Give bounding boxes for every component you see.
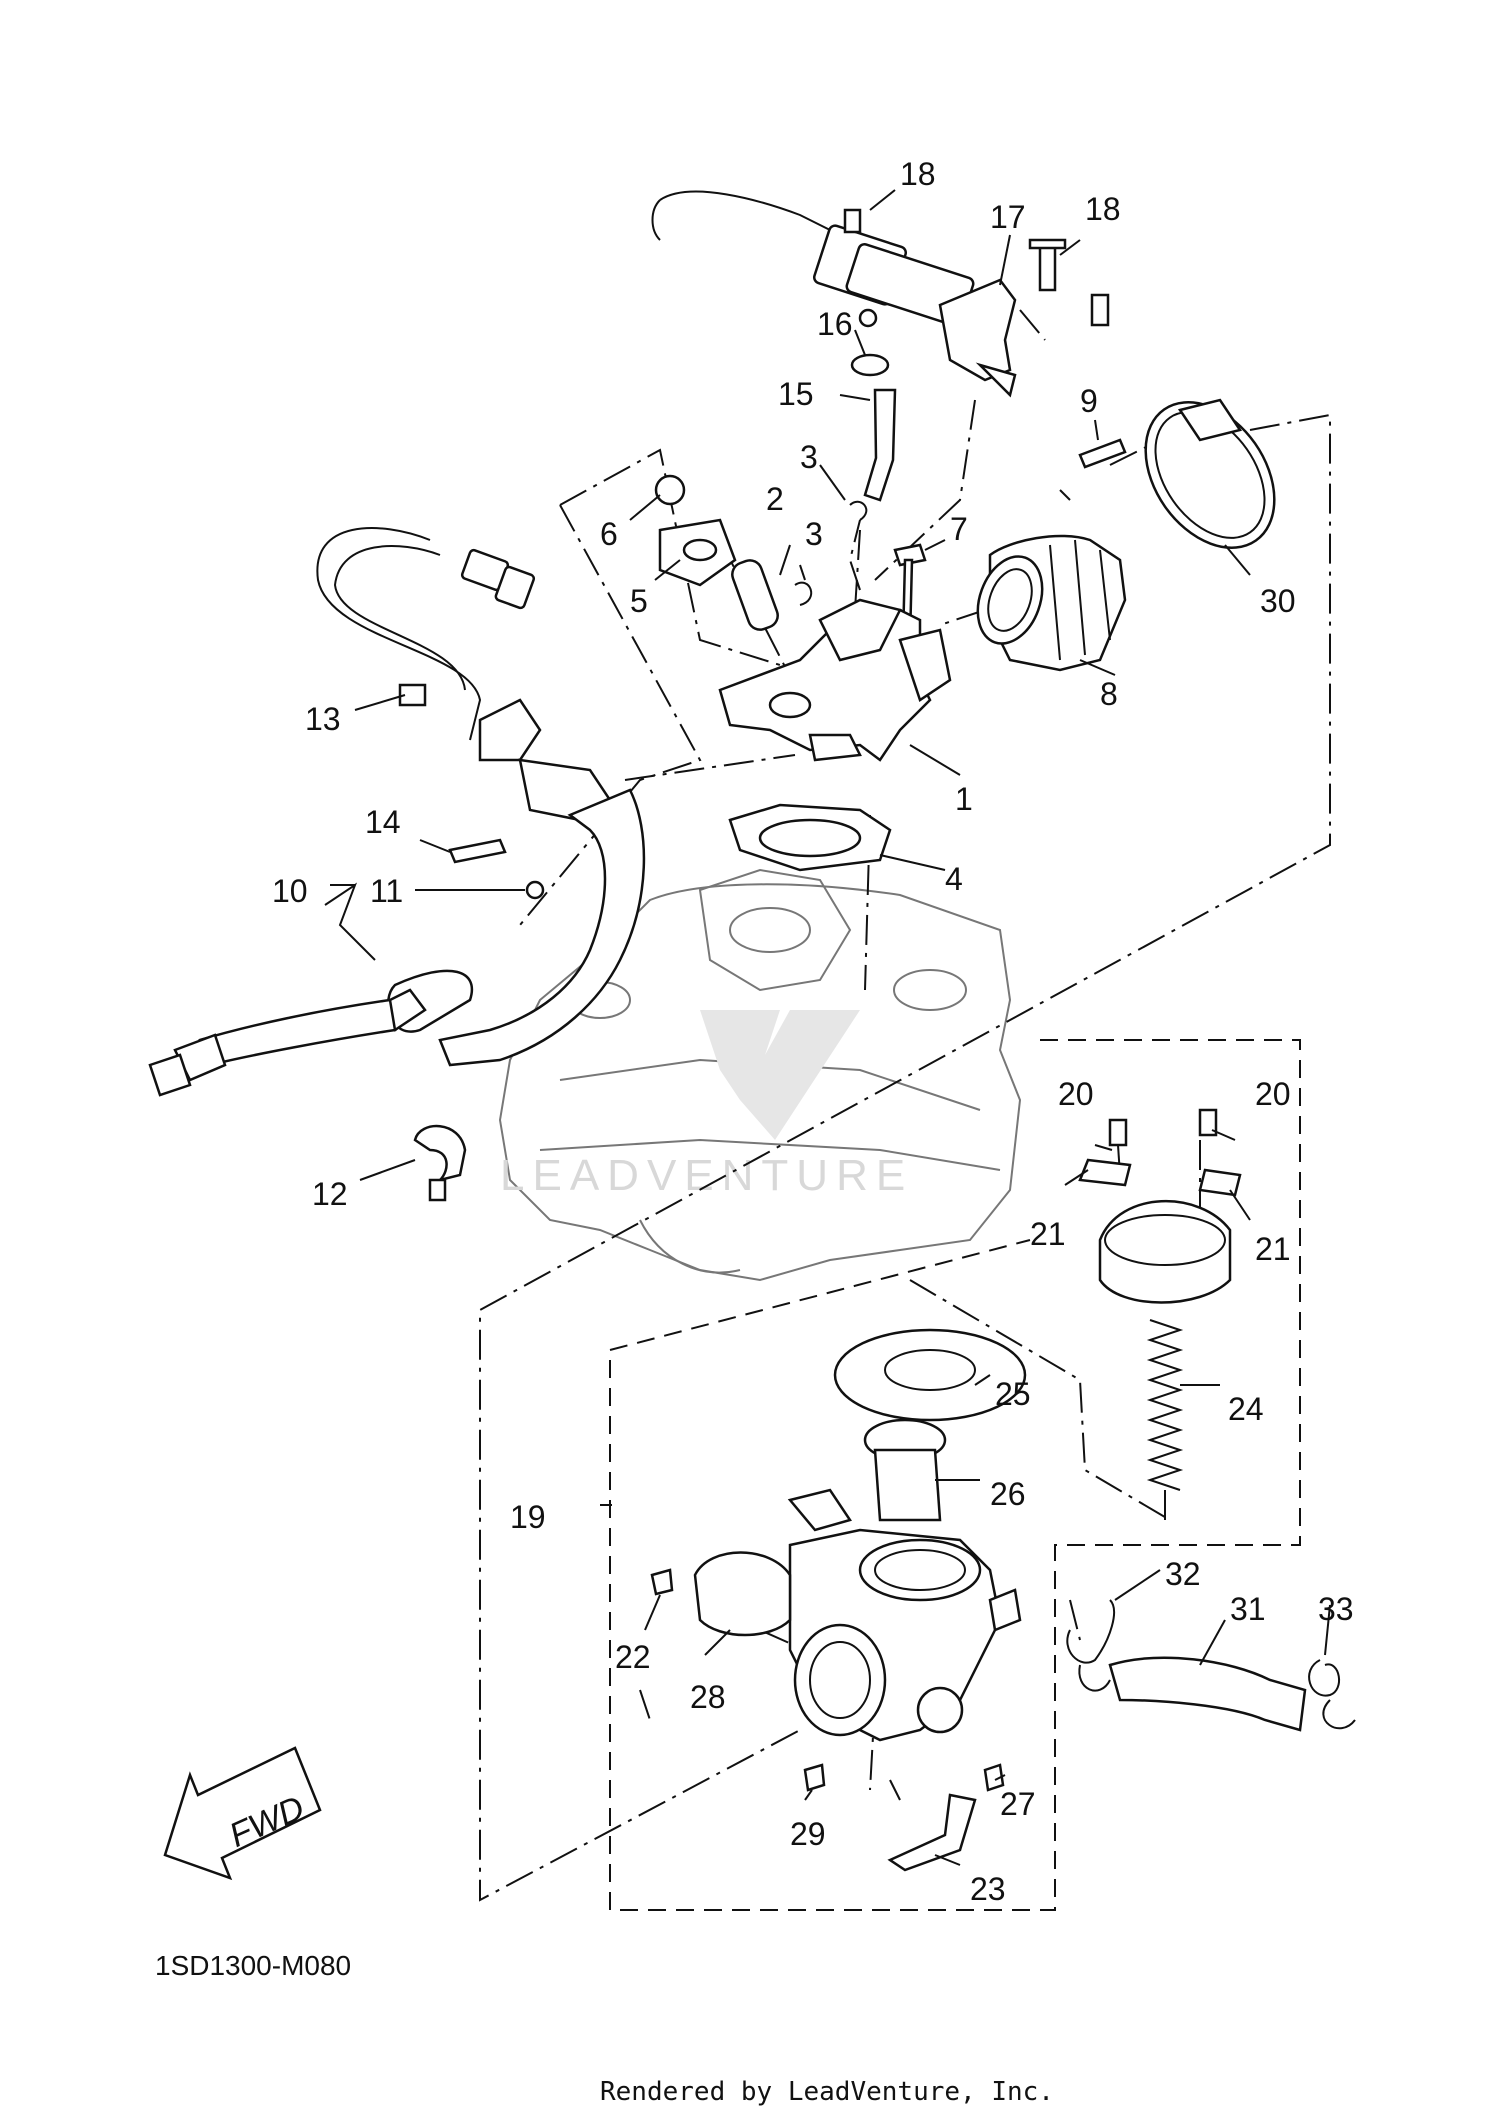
callout-32: 32 — [1165, 1556, 1201, 1592]
callout-31: 31 — [1230, 1591, 1266, 1627]
watermark: LEADVENTURE — [500, 1010, 913, 1200]
callout-12: 12 — [312, 1176, 348, 1212]
diagram-code: 1SD1300-M080 — [155, 1950, 351, 1981]
callout-23: 23 — [970, 1871, 1006, 1907]
callout-1: 1 — [955, 781, 973, 817]
callout-33: 33 — [1318, 1591, 1354, 1627]
callout-9: 9 — [1080, 383, 1098, 419]
callout-3: 3 — [805, 516, 823, 552]
callout-8: 8 — [1100, 676, 1118, 712]
callout-15: 15 — [778, 376, 814, 412]
callout-29: 29 — [790, 1816, 826, 1852]
callout-26: 26 — [990, 1476, 1026, 1512]
callout-11: 11 — [370, 873, 403, 909]
callout-22: 22 — [615, 1639, 651, 1675]
callout-4: 4 — [945, 861, 963, 897]
callout-7: 7 — [950, 511, 968, 547]
callout-6: 6 — [600, 516, 618, 552]
fwd-arrow-icon: FWD — [163, 1746, 322, 1881]
group-box-19 — [609, 1039, 1301, 1911]
callouts: 18 18 17 16 15 9 3 2 3 6 7 5 30 8 13 1 1… — [272, 156, 1354, 1907]
callout-3: 3 — [800, 439, 818, 475]
footer-credit: Rendered by LeadVenture, Inc. — [600, 2077, 1054, 2107]
callout-27: 27 — [1000, 1786, 1036, 1822]
callout-17: 17 — [990, 199, 1026, 235]
callout-14: 14 — [365, 804, 401, 840]
callout-25: 25 — [995, 1376, 1031, 1412]
leader-lines — [324, 189, 1331, 1866]
callout-20: 20 — [1255, 1076, 1291, 1112]
callout-2: 2 — [766, 481, 784, 517]
callout-20: 20 — [1058, 1076, 1094, 1112]
callout-21: 21 — [1030, 1216, 1066, 1252]
callout-18: 18 — [900, 156, 936, 192]
callout-24: 24 — [1228, 1391, 1264, 1427]
callout-21: 21 — [1255, 1231, 1291, 1267]
watermark-text: LEADVENTURE — [500, 1151, 913, 1200]
callout-19: 19 — [510, 1499, 546, 1535]
callout-28: 28 — [690, 1679, 726, 1715]
callout-13: 13 — [305, 701, 341, 737]
callout-10: 10 — [272, 873, 308, 909]
parts — [148, 190, 1356, 1872]
callout-16: 16 — [817, 306, 853, 342]
callout-18: 18 — [1085, 191, 1121, 227]
callout-30: 30 — [1260, 583, 1296, 619]
callout-5: 5 — [630, 583, 648, 619]
